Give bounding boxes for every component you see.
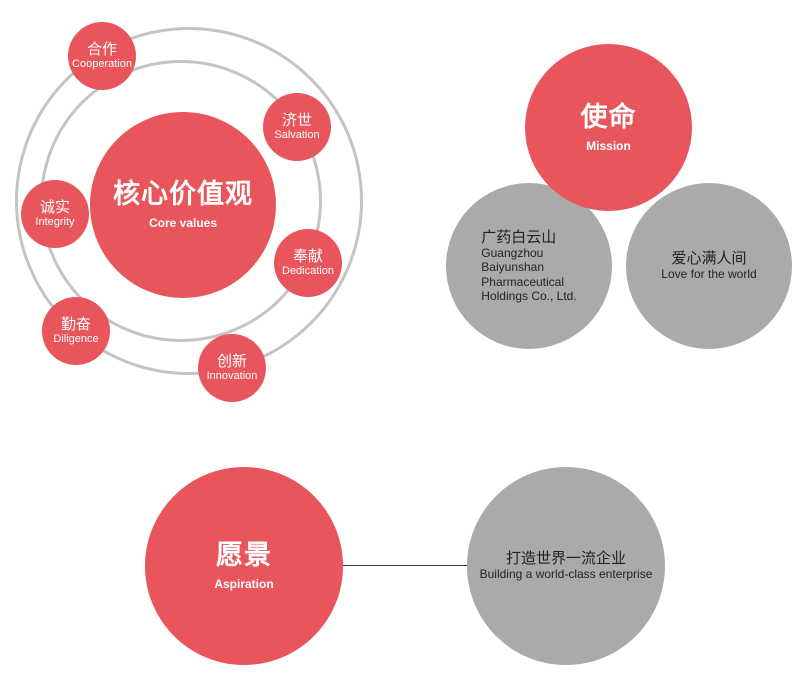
aspiration-circle: 愿景 Aspiration <box>145 467 343 665</box>
aspiration-target-zh: 打造世界一流企业 <box>505 549 626 568</box>
value-label-zh: 奉献 <box>292 246 323 265</box>
value-label-zh: 济世 <box>281 110 312 129</box>
aspiration-connector-line <box>342 565 470 566</box>
mission-company-en-line: Holdings Co., Ltd. <box>481 289 577 304</box>
value-label-en: Cooperation <box>72 58 132 71</box>
value-bubble-dedication: 奉献 Dedication <box>274 229 342 297</box>
mission-company-en-line: Pharmaceutical <box>481 274 565 289</box>
outer-ring <box>15 27 363 375</box>
core-values-title-en: Core values <box>148 216 218 231</box>
mission-company-text: 广药白云山 Guangzhou Baiyunshan Pharmaceutica… <box>481 227 577 304</box>
mission-circle: 使命 Mission <box>525 44 692 211</box>
mission-love-zh: 爱心满人间 <box>671 249 747 268</box>
aspiration-title-en: Aspiration <box>214 577 274 592</box>
value-label-en: Dedication <box>282 265 334 278</box>
value-bubble-innovation: 创新 Innovation <box>198 334 266 402</box>
mission-company-en-line: Baiyunshan <box>481 260 545 275</box>
value-label-zh: 创新 <box>216 351 247 370</box>
mission-company-zh: 广药白云山 <box>481 227 557 246</box>
value-bubble-integrity: 诚实 Integrity <box>21 180 89 248</box>
value-label-en: Diligence <box>53 333 99 346</box>
value-label-zh: 勤奋 <box>60 314 91 333</box>
aspiration-target-en: Building a world-class enterprise <box>479 567 653 582</box>
value-bubble-cooperation: 合作 Cooperation <box>68 22 136 90</box>
mission-company-circle: 广药白云山 Guangzhou Baiyunshan Pharmaceutica… <box>446 183 612 349</box>
value-label-en: Innovation <box>206 370 258 383</box>
aspiration-target-circle: 打造世界一流企业 Building a world-class enterpri… <box>467 467 665 665</box>
value-label-en: Integrity <box>35 216 75 229</box>
aspiration-title-zh: 愿景 <box>216 540 272 572</box>
mission-title-zh: 使命 <box>580 101 637 133</box>
core-values-circle: 核心价值观 Core values <box>90 112 276 298</box>
mission-love-en: Love for the world <box>661 267 757 282</box>
value-label-en: Salvation <box>274 129 320 142</box>
core-values-title-zh: 核心价值观 <box>113 179 253 211</box>
value-bubble-salvation: 济世 Salvation <box>263 93 331 161</box>
mission-company-en-line: Guangzhou <box>481 245 544 260</box>
mission-love-circle: 爱心满人间 Love for the world <box>626 183 792 349</box>
value-label-zh: 合作 <box>86 39 117 58</box>
value-label-zh: 诚实 <box>39 197 70 216</box>
value-bubble-diligence: 勤奋 Diligence <box>42 297 110 365</box>
mission-title-en: Mission <box>586 138 631 153</box>
